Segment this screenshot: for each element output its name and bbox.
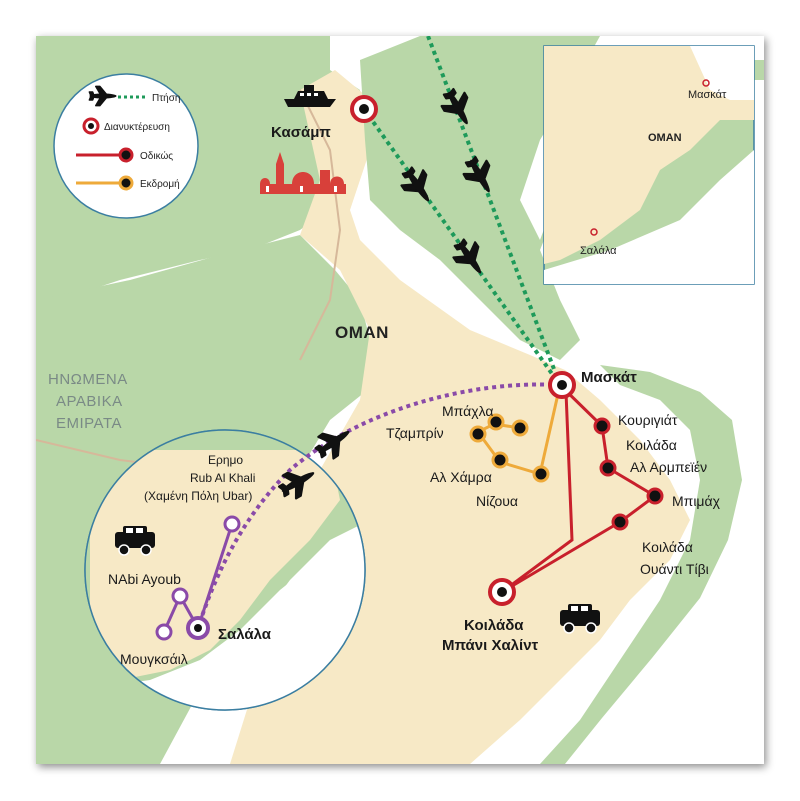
legend-road-label: Οδικώς bbox=[140, 150, 173, 162]
rub-label-1: Ερημο bbox=[208, 453, 243, 467]
inset-salalah bbox=[84, 429, 366, 711]
neighbor-label-1: ΗΝΩΜΕΝΑ bbox=[48, 371, 128, 388]
road-route bbox=[488, 383, 664, 606]
inset-overview: Μασκάτ OMAN Σαλάλα bbox=[543, 45, 755, 285]
wadi-tiwi-label-1: Κοιλάδα bbox=[642, 539, 693, 555]
road-icon bbox=[76, 147, 134, 163]
muscat-marker bbox=[548, 371, 576, 399]
bahla-label: Μπάχλα bbox=[442, 403, 493, 419]
map-frame: Πτήση Διανυκτέρευση Οδικώς Εκδρομή Μασκά… bbox=[36, 36, 764, 764]
muscat-label: Μασκάτ bbox=[581, 369, 637, 386]
inset-country-label: OMAN bbox=[648, 132, 682, 144]
neighbor-label-2: ΑΡΑΒΙΚΑ bbox=[56, 393, 123, 410]
wadi-arbeen-label-2: Αλ Αρμπεϊέν bbox=[630, 459, 707, 475]
port-icon bbox=[82, 117, 100, 135]
bani-khalid-label-1: Κοιλάδα bbox=[464, 617, 524, 634]
inset-salalah-label: Σαλάλα bbox=[580, 245, 617, 257]
al-hamra-label: Αλ Χάμρα bbox=[430, 469, 492, 485]
jabrin-label: Τζαμπρίν bbox=[386, 425, 444, 441]
excursion-route bbox=[469, 384, 562, 483]
neighbor-label-3: ΕΜΙΡΑΤΑ bbox=[56, 415, 122, 432]
route-map: Πτήση Διανυκτέρευση Οδικώς Εκδρομή Μασκά… bbox=[36, 36, 764, 764]
bani-khalid-label-2: Μπάνι Χαλίντ bbox=[442, 637, 539, 654]
rub-label-3: (Χαμένη Πόλη Ubar) bbox=[144, 489, 252, 503]
mosque-icon bbox=[260, 152, 346, 194]
legend-overnight-label: Διανυκτέρευση bbox=[104, 121, 170, 133]
bimmah-label: Μπιμάχ bbox=[672, 493, 721, 509]
rub-label-2: Rub Al Khali bbox=[190, 471, 255, 485]
inset-salalah-pin bbox=[590, 228, 598, 236]
quriyat-label: Κουριγιάτ bbox=[618, 412, 678, 428]
inset-muscat-label: Μασκάτ bbox=[688, 89, 727, 101]
inset-muscat-pin bbox=[702, 79, 710, 87]
country-label: OMAN bbox=[335, 323, 389, 342]
ship-icon bbox=[284, 85, 336, 107]
salalah-label: Σαλάλα bbox=[218, 626, 272, 643]
salalah-marker bbox=[186, 616, 210, 640]
salalah-route bbox=[155, 515, 241, 641]
kasab-marker bbox=[350, 95, 378, 123]
legend-excursion-label: Εκδρομή bbox=[140, 178, 180, 190]
nizwa-label: Νίζουα bbox=[476, 493, 518, 509]
legend: Πτήση Διανυκτέρευση Οδικώς Εκδρομή bbox=[53, 73, 199, 219]
legend-flight-label: Πτήση bbox=[152, 92, 180, 104]
kasab-label: Κασάμπ bbox=[271, 124, 331, 141]
excursion-icon bbox=[76, 175, 134, 191]
mughsail-label: Μουγκσάιλ bbox=[120, 651, 188, 667]
bani-khalid-marker bbox=[488, 578, 516, 606]
nabi-ayoub-label: NAbi Ayoub bbox=[108, 571, 181, 587]
wadi-tiwi-label-2: Ουάντι Τίβι bbox=[640, 561, 709, 577]
wadi-arbeen-label-1: Κοιλάδα bbox=[626, 437, 677, 453]
